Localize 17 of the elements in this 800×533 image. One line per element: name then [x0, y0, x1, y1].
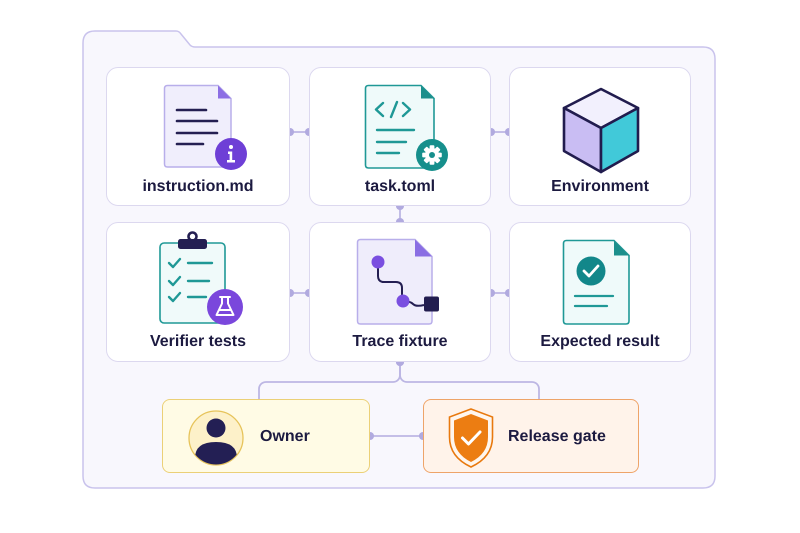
card	[162, 399, 370, 473]
card	[309, 67, 491, 206]
card	[509, 222, 691, 362]
card-label: instruction.md	[142, 177, 254, 197]
card-label: task.toml	[364, 177, 436, 197]
card	[509, 67, 691, 206]
card	[309, 222, 491, 362]
card	[106, 67, 290, 206]
card-label: Release gate	[508, 427, 606, 447]
card-label: Expected result	[540, 332, 660, 352]
card-label: Owner	[260, 427, 310, 447]
card-label: Environment	[551, 177, 649, 197]
card	[106, 222, 290, 362]
card-label: Trace fixture	[352, 332, 448, 352]
folder-panel	[82, 30, 716, 489]
card-label: Verifier tests	[150, 332, 246, 352]
card	[423, 399, 639, 473]
